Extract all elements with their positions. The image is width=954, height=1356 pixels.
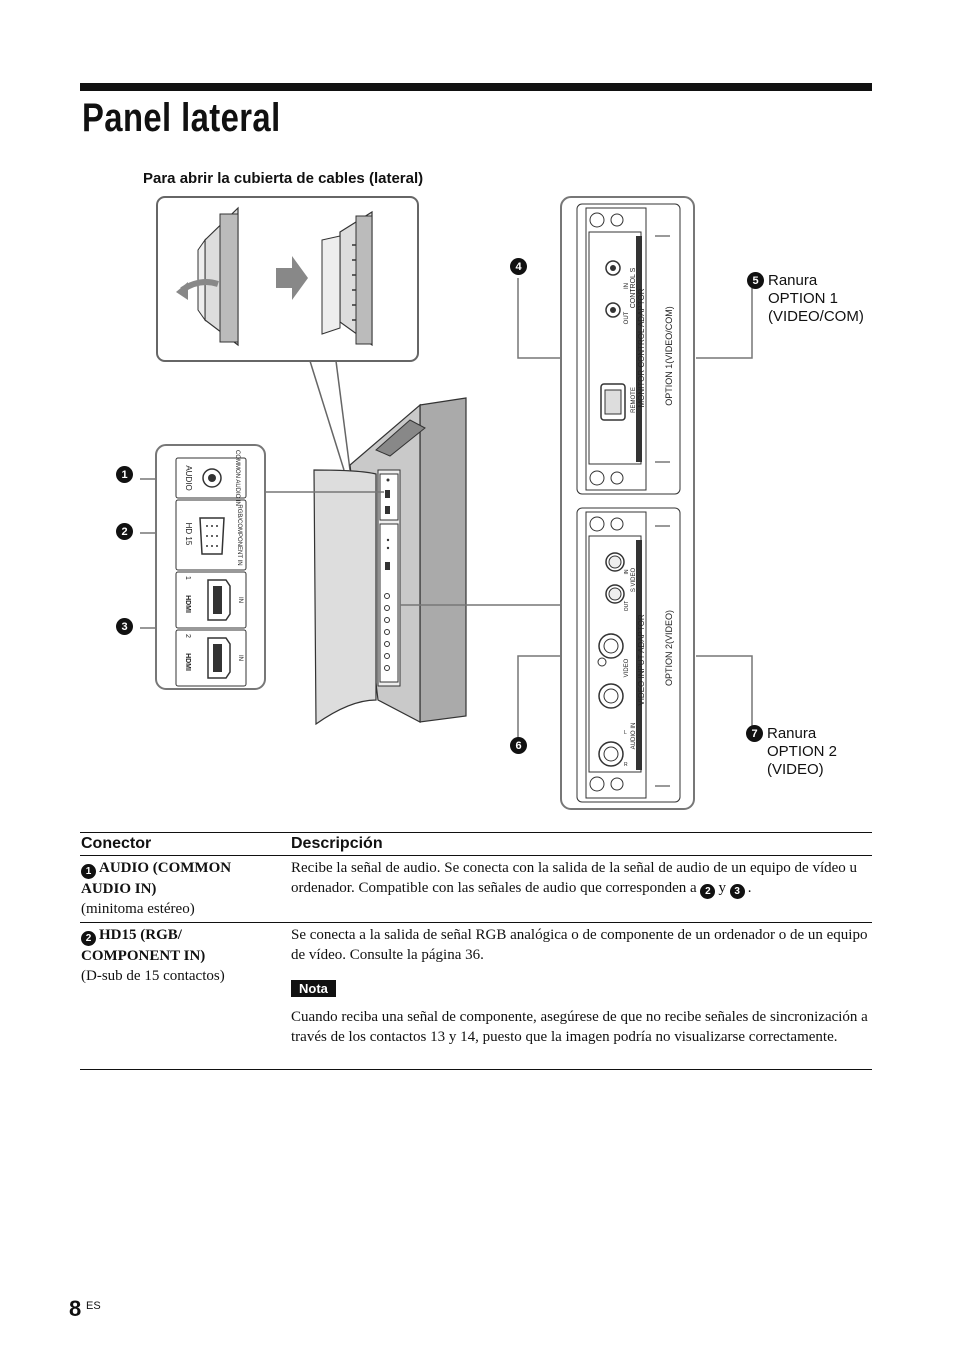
option1-out-label: OUT xyxy=(624,311,630,324)
option2-video-label: VIDEO xyxy=(624,658,630,677)
slot-option1-line1: Ranura xyxy=(768,272,818,289)
option1-slot-label: OPTION 1(VIDEO/COM) xyxy=(664,306,674,406)
cover-caption: Para abrir la cubierta de cables (latera… xyxy=(143,170,424,187)
option2-in-label: IN xyxy=(624,569,630,574)
hdmi2-number: 2 xyxy=(184,634,191,638)
side-panel-diagram: AUDIO COMMON AUDIO IN HD 15 RGB/COMPONEN… xyxy=(140,196,753,810)
row-number: 1 xyxy=(81,864,96,879)
slot-option1-label: Ranura OPTION 1 (VIDEO/COM) xyxy=(768,272,864,326)
description-text: Se conecta a la salida de señal RGB anal… xyxy=(291,927,868,963)
note-header: Nota xyxy=(291,979,871,999)
option2-adaptor-label: VIDEO INPUT ADAPTOR xyxy=(637,614,646,706)
note-badge: Nota xyxy=(291,980,336,997)
option1-control-s-label: CONTROL S xyxy=(630,267,637,308)
header-description: Descripción xyxy=(291,835,383,852)
connector-name: HD15 (RGB/ COMPONENT IN) xyxy=(81,927,206,964)
option2-audio-in-label: AUDIO IN xyxy=(631,723,637,750)
option2-slot-label: OPTION 2(VIDEO) xyxy=(664,610,674,686)
option1-adaptor-label: MONITOR CONTROL ADAPTOR xyxy=(637,288,646,407)
common-audio-in-label: COMMON AUDIO IN xyxy=(234,450,240,506)
option1-remote-label: REMOTE xyxy=(631,387,637,413)
callout-6: 6 xyxy=(510,737,527,754)
audio-label: AUDIO xyxy=(184,465,193,490)
callout-4: 4 xyxy=(510,258,527,275)
slot-option2-label: Ranura OPTION 2 (VIDEO) xyxy=(767,725,837,779)
table-header: Conector Descripción xyxy=(80,832,872,856)
description-cell: Se conecta a la salida de señal RGB anal… xyxy=(291,925,871,1047)
side-connector-panel: AUDIO COMMON AUDIO IN HD 15 RGB/COMPONEN… xyxy=(155,444,266,690)
page-number: 8 xyxy=(69,1296,82,1321)
row-number: 2 xyxy=(81,931,96,946)
page-language: ES xyxy=(86,1300,101,1312)
tv-side-view xyxy=(313,397,467,726)
slot-option2-line1: Ranura xyxy=(767,725,817,742)
page-title: Panel lateral xyxy=(82,96,281,140)
cover-inset xyxy=(156,196,419,362)
desc-period: . xyxy=(747,880,752,896)
slot-option2-line2: OPTION 2 xyxy=(767,743,838,760)
ref-2: 2 xyxy=(700,884,716,899)
hdmi1-label: HDMI xyxy=(184,595,191,613)
connector-sub: (D-sub de 15 contactos) xyxy=(81,968,225,984)
callout-7: 7 xyxy=(746,725,763,742)
callout-2: 2 xyxy=(116,523,133,540)
slot-option2-line3: (VIDEO) xyxy=(767,761,824,778)
connector-sub: (minitoma estéreo) xyxy=(81,901,195,917)
callout-5: 5 xyxy=(747,272,764,289)
option2-s-video-label: S VIDEO xyxy=(631,567,637,592)
slot-option1-line2: OPTION 1 xyxy=(768,290,839,307)
description-text: Recibe la señal de audio. Se conecta con… xyxy=(291,860,858,896)
note-text: Cuando reciba una señal de componente, a… xyxy=(291,1009,868,1045)
desc-and: y xyxy=(718,880,726,896)
hd15-label: HD 15 xyxy=(184,523,193,546)
option-slot-panel: OPTION 1(VIDEO/COM) MONITOR CONTROL ADAP… xyxy=(560,196,695,810)
slot-option1-line3: (VIDEO/COM) xyxy=(768,308,864,325)
callout-3: 3 xyxy=(116,618,133,635)
hdmi2-label: HDMI xyxy=(184,653,191,671)
top-rule xyxy=(80,83,872,91)
rgb-component-in-label: RGB/COMPONENT IN xyxy=(236,504,242,565)
callout-1: 1 xyxy=(116,466,133,483)
header-connector: Conector xyxy=(81,835,152,852)
description-cell: Recibe la señal de audio. Se conecta con… xyxy=(291,858,871,899)
hdmi1-number: 1 xyxy=(184,576,191,580)
ref-3: 3 xyxy=(729,884,745,899)
connector-name: AUDIO (COMMON AUDIO IN) xyxy=(81,860,232,897)
option2-l-label: L xyxy=(624,730,627,736)
hdmi1-in-label: IN xyxy=(237,597,243,603)
option1-in-label: IN xyxy=(624,283,630,289)
option2-r-label: R xyxy=(624,762,628,768)
option2-out-label: OUT xyxy=(624,601,630,612)
hdmi2-in-label: IN xyxy=(237,655,243,661)
